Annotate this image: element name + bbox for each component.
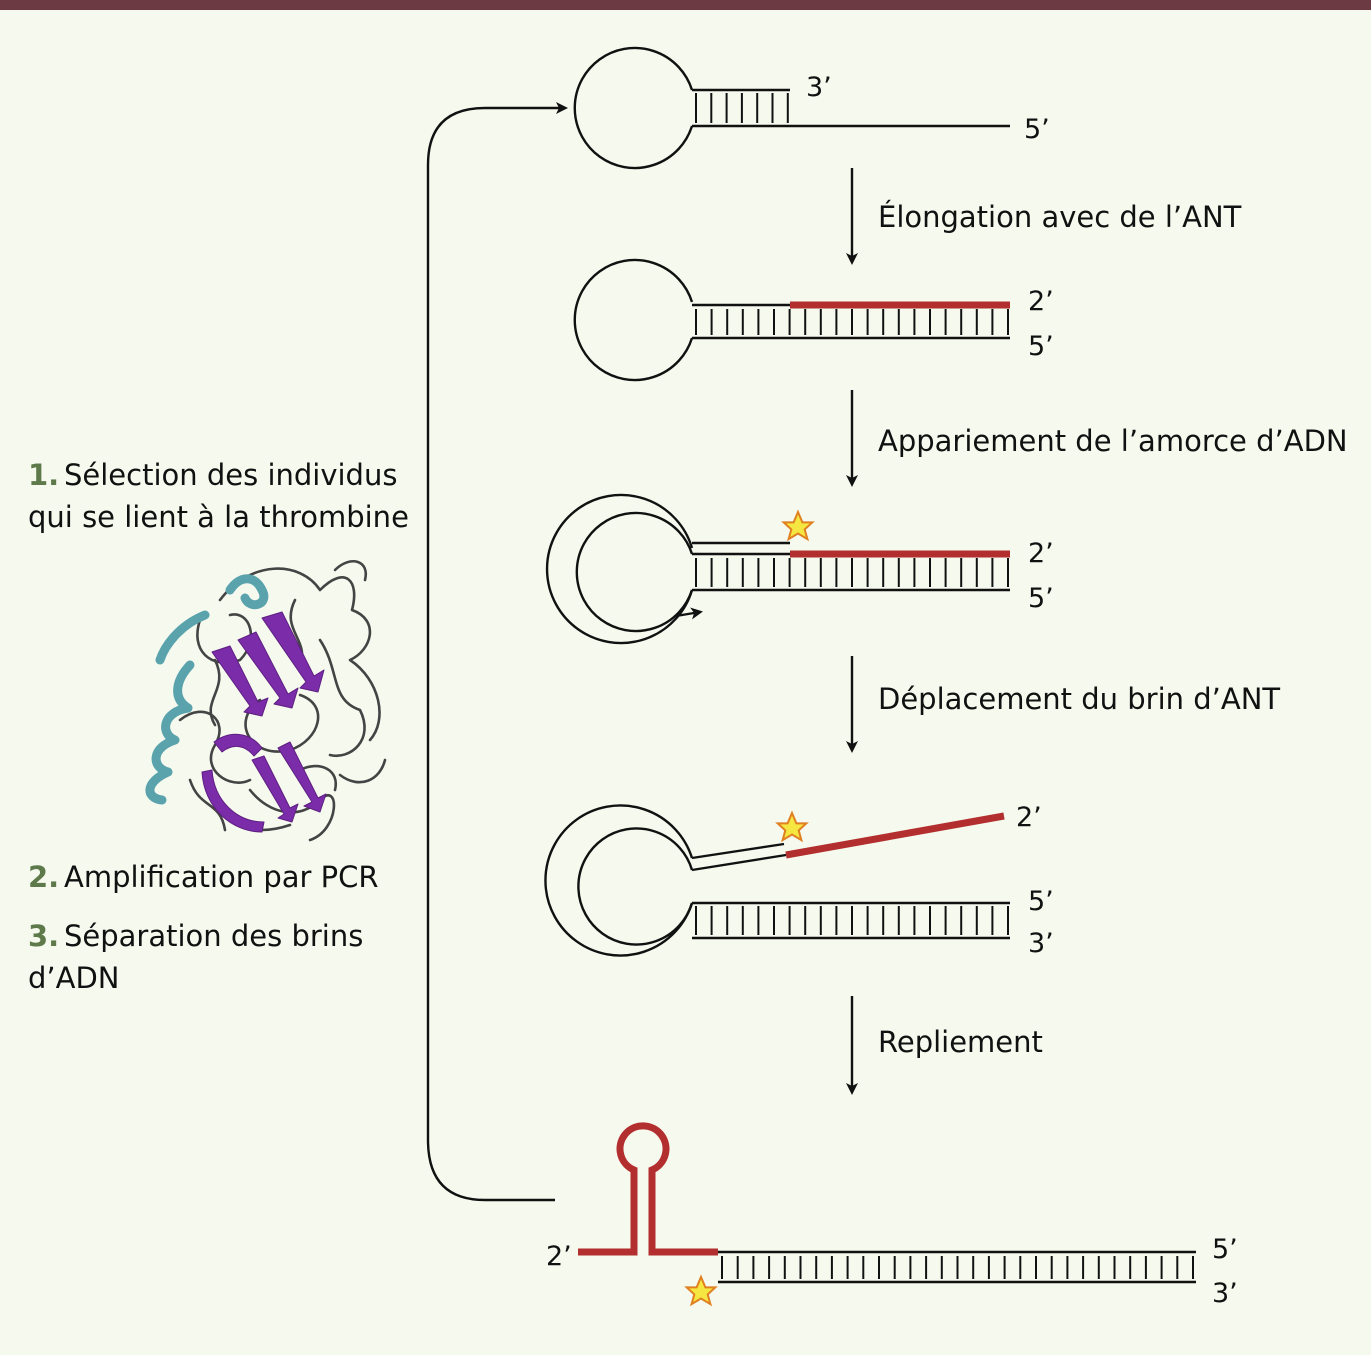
step-3-number: 3.	[28, 919, 59, 953]
stage-2-end-bottom: 5’	[1028, 331, 1054, 362]
stage-3-hairpin: 2’ 5’	[545, 493, 1054, 645]
stage-4-end-bottom: 3’	[1028, 928, 1054, 959]
stage-1-hairpin: 3’ 5’	[573, 46, 1050, 170]
stage-4-end-red: 2’	[1016, 802, 1042, 833]
stage-1-end-top: 3’	[806, 72, 832, 103]
step-2-label: 2. Amplification par PCR	[28, 860, 379, 894]
thrombin-protein-structure-icon	[145, 560, 387, 842]
fluorophore-star-icon	[781, 509, 815, 542]
stage-3-end-bottom: 5’	[1028, 583, 1054, 614]
fluorophore-star-icon	[775, 810, 809, 843]
cycle-return-arrow	[426, 102, 568, 1202]
stage-5-end-top: 5’	[1212, 1234, 1238, 1265]
step-1-label: 1. Sélection des individus qui se lient …	[28, 458, 409, 534]
stage-5-end-left: 2’	[546, 1241, 572, 1272]
fluorophore-star-icon	[684, 1274, 718, 1307]
stage-label-elongation: Élongation avec de l’ANT	[878, 200, 1242, 234]
step-3-text-line2: d’ADN	[28, 961, 120, 995]
step-1-text-line2: qui se lient à la thrombine	[28, 500, 409, 534]
stage-label-appariement: Appariement de l’amorce d’ADN	[878, 424, 1348, 458]
stage-4-end-top: 5’	[1028, 886, 1054, 917]
stage-label-deplacement: Déplacement du brin d’ANT	[878, 682, 1280, 716]
header-bar	[0, 0, 1371, 10]
ant-strand	[578, 1122, 718, 1256]
step-2-text: Amplification par PCR	[64, 860, 379, 894]
stage-label-repliement: Repliement	[878, 1025, 1043, 1059]
stage-5-folded-aptamer: 2’ 5’ 3’	[546, 1122, 1238, 1309]
stage-4-hairpin: 2’ 5’ 3’	[544, 802, 1054, 959]
stage-1-end-bottom: 5’	[1024, 114, 1050, 145]
stage-5-end-bottom: 3’	[1212, 1278, 1238, 1309]
stage-3-end-top: 2’	[1028, 538, 1054, 569]
stage-2-end-top: 2’	[1028, 286, 1054, 317]
step-1-number: 1.	[28, 458, 59, 492]
ant-strand	[785, 812, 1005, 859]
step-3-text-line1: Séparation des brins	[64, 919, 363, 953]
step-1-text-line1: Sélection des individus	[64, 458, 397, 492]
step-3-label: 3. Séparation des brins d’ADN	[28, 919, 363, 995]
stage-2-hairpin: 2’ 5’	[573, 258, 1054, 382]
step-2-number: 2.	[28, 860, 59, 894]
